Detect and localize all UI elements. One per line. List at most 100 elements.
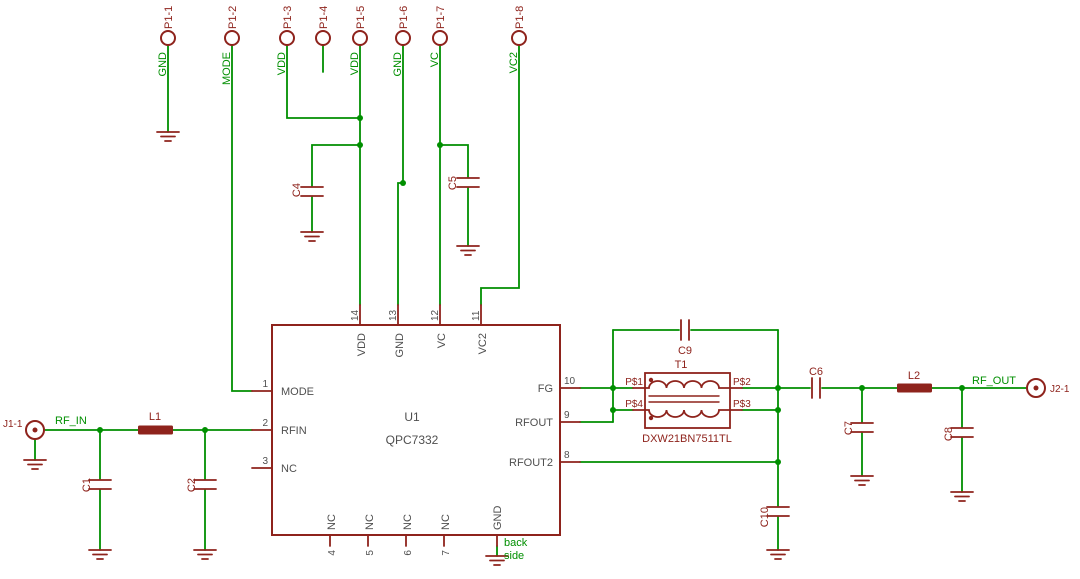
p1-7-ref: P1-7: [435, 6, 447, 29]
connector-pin-p1-2-icon: [224, 30, 240, 46]
p1-4-ref: P1-4: [318, 6, 330, 29]
pin-13-name: GND: [394, 333, 406, 358]
t1-pin-ps1: P$1: [625, 377, 643, 388]
jack-j1-symbol: [25, 420, 45, 440]
net-label-vc: VC: [429, 52, 441, 67]
connector-pin-p1-3-icon: [279, 30, 295, 46]
inductor-l1-symbol: [138, 425, 173, 435]
pin-8-name: RFOUT2: [509, 457, 553, 469]
pin-1-number: 1: [262, 379, 268, 390]
net-label-mode: MODE: [221, 52, 233, 85]
pin-4-number: 4: [327, 550, 338, 556]
transformer-t1-symbol: [632, 372, 743, 429]
header-p1-connector: [160, 30, 527, 46]
j1-ref: J1-1: [3, 419, 23, 430]
phase-dot-icon: [648, 377, 654, 383]
ground-symbol: [300, 231, 324, 242]
connector-pin-p1-1-icon: [160, 30, 176, 46]
ground-symbol: [23, 459, 47, 470]
l2-ref: L2: [908, 370, 920, 382]
net-label-rf-out: RF_OUT: [972, 375, 1016, 387]
p1-2-ref: P1-2: [227, 6, 239, 29]
p1-8-ref: P1-8: [514, 6, 526, 29]
pin-6-name: NC: [402, 514, 414, 530]
capacitor-c9-symbol: [680, 319, 690, 341]
pin-3-name: NC: [281, 463, 297, 475]
ground-symbol: [766, 549, 790, 560]
c9-ref: C9: [678, 345, 692, 357]
junction-dots: [97, 115, 965, 465]
t1-pin-ps4: P$4: [625, 399, 643, 410]
c5-ref: C5: [447, 176, 459, 190]
c10-ref: C10: [759, 507, 771, 527]
connector-pin-p1-6-icon: [395, 30, 411, 46]
p1-1-ref: P1-1: [163, 6, 175, 29]
net-label-rf-in: RF_IN: [55, 415, 87, 427]
c6-ref: C6: [809, 366, 823, 378]
pin-5-name: NC: [364, 514, 376, 530]
back-side-note-line1: back: [504, 537, 528, 549]
net-label-vc2: VC2: [508, 52, 520, 73]
ic-part-number: QPC7332: [386, 433, 439, 447]
net-label-gnd: GND: [157, 52, 169, 77]
pin-10-name: FG: [538, 383, 553, 395]
net-label-vdd2: VDD: [349, 52, 361, 75]
capacitor-c6-symbol: [811, 377, 821, 399]
wire-segments: [34, 44, 1028, 557]
connector-pin-p1-5-icon: [352, 30, 368, 46]
pin-12-name: VC: [436, 333, 448, 348]
passive-symbols: [88, 177, 974, 517]
pin-9-number: 9: [564, 410, 570, 421]
connector-pin-p1-8-icon: [511, 30, 527, 46]
pin-2-name: RFIN: [281, 425, 307, 437]
t1-pin-ps3: P$3: [733, 399, 751, 410]
pin-14-number: 14: [350, 309, 361, 321]
pin-8-number: 8: [564, 450, 570, 461]
c1-ref: C1: [81, 478, 93, 492]
pin-7-number: 7: [441, 550, 452, 556]
connector-pin-p1-4-icon: [315, 30, 331, 46]
pin-10-number: 10: [564, 376, 576, 387]
t1-pin-ps2: P$2: [733, 377, 751, 388]
j2-ref: J2-1: [1050, 384, 1070, 395]
net-label-gnd2: GND: [392, 52, 404, 77]
ground-symbols: [23, 131, 974, 566]
pin-7-name: NC: [440, 514, 452, 530]
t1-ref: T1: [675, 359, 688, 371]
pin-11-number: 11: [471, 310, 482, 321]
jack-j2-symbol: [1026, 378, 1046, 398]
ground-symbol: [193, 549, 217, 560]
p1-5-ref: P1-5: [355, 6, 367, 29]
pin-3-number: 3: [262, 456, 268, 467]
ground-symbol: [156, 131, 180, 142]
phase-dot-icon: [648, 415, 654, 421]
pin-9-name: RFOUT: [515, 417, 553, 429]
pin-13-number: 13: [388, 309, 399, 321]
ic-pin-stubs: [251, 304, 581, 547]
c2-ref: C2: [186, 478, 198, 492]
pin-5-number: 5: [365, 550, 376, 556]
connector-pin-p1-7-icon: [432, 30, 448, 46]
pin-12-number: 12: [430, 309, 441, 321]
c7-ref: C7: [843, 421, 855, 435]
l1-ref: L1: [149, 411, 161, 423]
back-side-note-line2: side: [504, 550, 524, 562]
ground-symbol: [456, 245, 480, 256]
pin-2-number: 2: [262, 418, 268, 429]
back-pad-name: GND: [492, 506, 504, 531]
pin-1-name: MODE: [281, 386, 314, 398]
capacitor-c4-symbol: [300, 186, 324, 197]
ground-symbol: [88, 549, 112, 560]
pin-11-name: VC2: [477, 333, 489, 354]
net-label-vdd: VDD: [276, 52, 288, 75]
t1-part-number: DXW21BN7511TL: [642, 433, 732, 445]
ic-u1-symbol: [251, 304, 581, 547]
ic-ref: U1: [404, 410, 420, 424]
p1-3-ref: P1-3: [282, 6, 294, 29]
c4-ref: C4: [291, 183, 303, 197]
pin-4-name: NC: [326, 514, 338, 530]
capacitor-c5-symbol: [456, 177, 480, 188]
ground-symbol: [850, 475, 874, 486]
